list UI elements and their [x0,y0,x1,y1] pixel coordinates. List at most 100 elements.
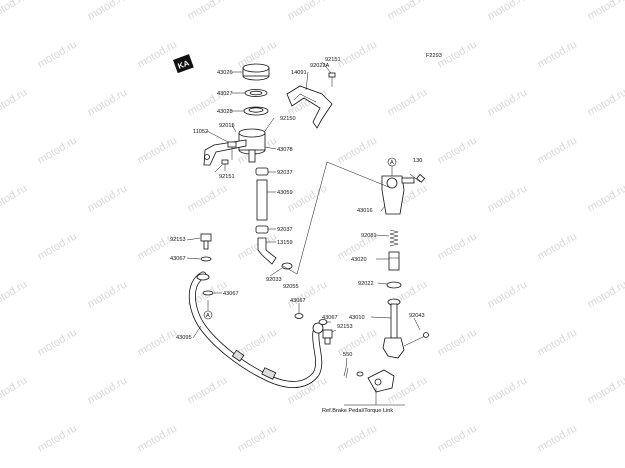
watermark-text: motod.ru [36,422,80,454]
label-92043: 92043 [409,313,425,319]
watermark-text: motod.ru [236,422,280,454]
label-92150: 92150 [280,116,296,122]
watermark-text: motod.ru [336,38,380,70]
watermark-text: motod.ru [436,326,480,358]
watermark-text: motod.ru [386,0,430,23]
watermark-text: motod.ru [36,326,80,358]
diaphragm-plate-43027 [244,89,268,97]
label-43067-b: 43067 [223,291,239,297]
watermark-text: motod.ru [536,422,580,454]
watermark-text: motod.ru [536,230,580,262]
watermark-text: motod.ru [136,326,180,358]
reservoir-cap-43026 [242,63,270,81]
leader-lines [186,61,421,406]
watermark-text: motod.ru [436,134,480,166]
label-13159: 13159 [277,240,293,246]
washer-43067-b [202,290,214,296]
label-43078: 43078 [277,147,293,153]
label-43027: 43027 [217,91,233,97]
watermark-text: motod.ru [0,182,29,214]
watermark-text: motod.ru [536,38,580,70]
clamp-92037-a [255,167,269,176]
brake-hose-43095 [188,271,324,388]
watermark-text: motod.ru [86,182,130,214]
watermark-text: motod.ru [286,0,330,23]
label-43067-c: 43067 [290,298,306,304]
watermark-text: motod.ru [286,182,330,214]
watermark-text: motod.ru [136,134,180,166]
watermark-text: motod.ru [86,278,130,310]
label-43028: 43028 [217,109,233,115]
figure-code: F2293 [426,53,442,59]
watermark-text: motod.ru [386,86,430,118]
label-92153-left: 92153 [170,237,186,243]
watermark-text: motod.ru [136,422,180,454]
label-130: 130 [413,158,422,164]
bolt-92151-left [221,159,229,171]
label-92022: 92022 [358,281,374,287]
logo-text: KA [177,58,191,70]
label-92081: 92081 [361,233,377,239]
label-43059: 43059 [277,190,293,196]
label-92055: 92055 [283,284,299,290]
label-92037-b: 92037 [277,227,293,233]
watermark-text: motod.ru [86,86,130,118]
watermark-text: motod.ru [536,326,580,358]
clevis-end [367,369,395,393]
banjo-bolt-92153-left [200,233,212,250]
o-ring-92033 [281,262,293,270]
watermark-text: motod.ru [436,38,480,70]
cotter-pin-550 [343,367,349,379]
label-43026: 43026 [217,70,233,76]
watermark-text: motod.ru [586,0,625,23]
washer-43067-a [200,256,212,262]
push-rod-43010 [382,298,405,359]
watermark-text: motod.ru [86,374,130,406]
label-92151-left: 92151 [219,174,235,180]
circlip-92022 [386,281,402,289]
banjo-bolt-92153-mid [322,329,333,345]
label-92153-mid: 92153 [337,324,353,330]
label-43067-a: 43067 [170,256,186,262]
svg-text:A: A [206,313,210,319]
watermark-text: motod.ru [36,38,80,70]
manufacturer-logo: KA [173,54,194,74]
label-43067-d: 43067 [322,315,338,321]
fitting-13159 [257,237,277,265]
watermark-text: motod.ru [186,0,230,23]
watermark-text: motod.ru [0,374,29,406]
label-92151-top: 92151 [325,57,341,63]
label-43016: 43016 [357,208,373,214]
marker-a-hose: A [203,310,213,320]
watermark-text: motod.ru [436,230,480,262]
watermark-text: motod.ru [586,86,625,118]
bolt-92015 [227,141,237,160]
label-11052: 11052 [193,129,208,135]
reservoir-cover-14091 [286,85,333,129]
label-92033: 92033 [266,277,282,283]
watermark-text: motod.ru [486,0,530,23]
watermark-text: motod.ru [336,134,380,166]
diaphragm-43028 [243,106,269,116]
spring-92081 [389,229,399,247]
watermark-text: motod.ru [186,374,230,406]
label-550: 550 [343,352,352,358]
ref-note: Ref.Brake Pedal/Torque Link [322,408,393,414]
watermark-text: motod.ru [586,374,625,406]
watermark-text: motod.ru [186,182,230,214]
watermark-text: motod.ru [0,278,29,310]
watermark-text: motod.ru [486,86,530,118]
label-92022a: 92022A [310,63,330,69]
label-92015: 92015 [219,123,235,129]
watermark-text: motod.ru [0,86,29,118]
watermark-text: motod.ru [586,182,625,214]
hose-43059 [256,179,268,221]
watermark-text: motod.ru [436,422,480,454]
watermark-text: motod.ru [486,182,530,214]
master-cylinder-43016 [381,175,415,215]
reservoir-body [238,128,266,163]
washer-small [356,371,364,377]
label-43020: 43020 [351,257,367,263]
label-43095: 43095 [176,335,192,341]
